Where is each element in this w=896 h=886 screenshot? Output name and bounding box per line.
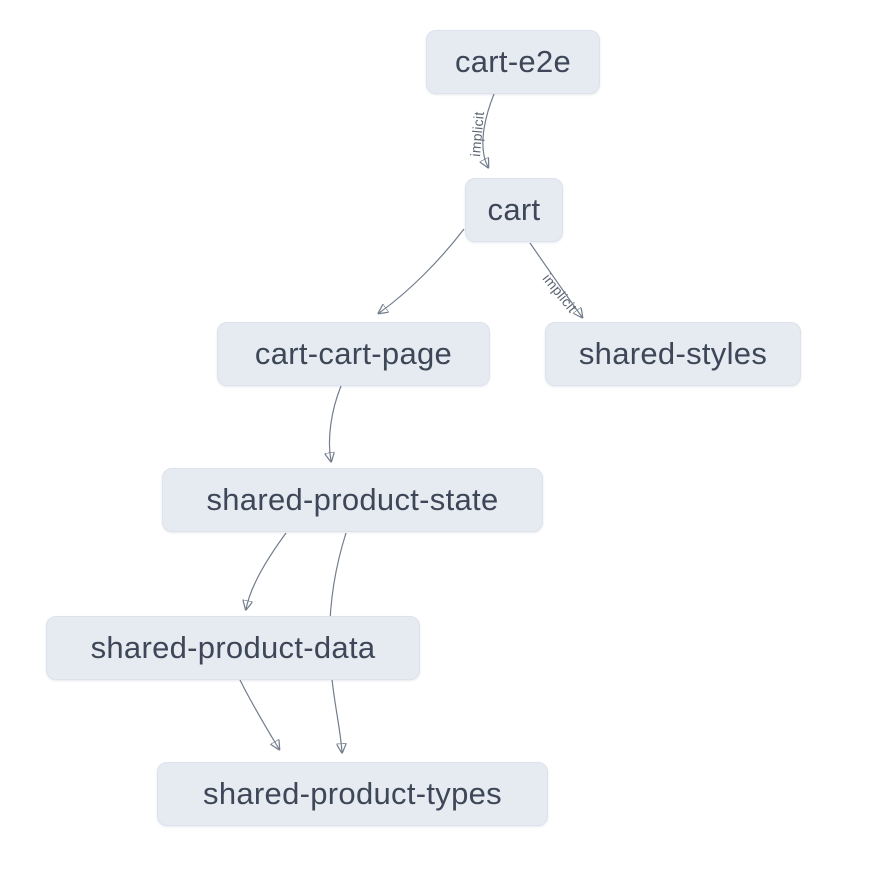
node-label: cart [487, 192, 541, 227]
node-cart-cart-page[interactable]: cart-cart-page [217, 322, 490, 386]
edge-shared-product-data-to-shared-product-types [239, 679, 279, 749]
node-shared-product-state[interactable]: shared-product-state [162, 468, 543, 532]
node-label: cart-e2e [454, 44, 572, 79]
node-shared-product-types[interactable]: shared-product-types [157, 762, 548, 826]
edge-cart-e2e-to-cart [483, 93, 495, 167]
edge-cart-to-cart-cart-page [379, 228, 465, 313]
node-shared-product-data[interactable]: shared-product-data [46, 616, 420, 680]
edge-cart-cart-page-to-shared-product-state [329, 385, 342, 461]
node-label: shared-product-data [90, 630, 376, 665]
node-label: shared-product-state [206, 482, 499, 517]
node-label: shared-product-types [203, 776, 502, 811]
node-cart[interactable]: cart [465, 178, 563, 242]
node-label: shared-styles [578, 336, 768, 371]
edge-cart-to-shared-styles [529, 242, 582, 317]
edge-shared-product-state-to-shared-product-data [246, 532, 287, 609]
node-shared-styles[interactable]: shared-styles [545, 322, 801, 386]
node-label: cart-cart-page [254, 336, 453, 371]
node-cart-e2e[interactable]: cart-e2e [426, 30, 600, 94]
